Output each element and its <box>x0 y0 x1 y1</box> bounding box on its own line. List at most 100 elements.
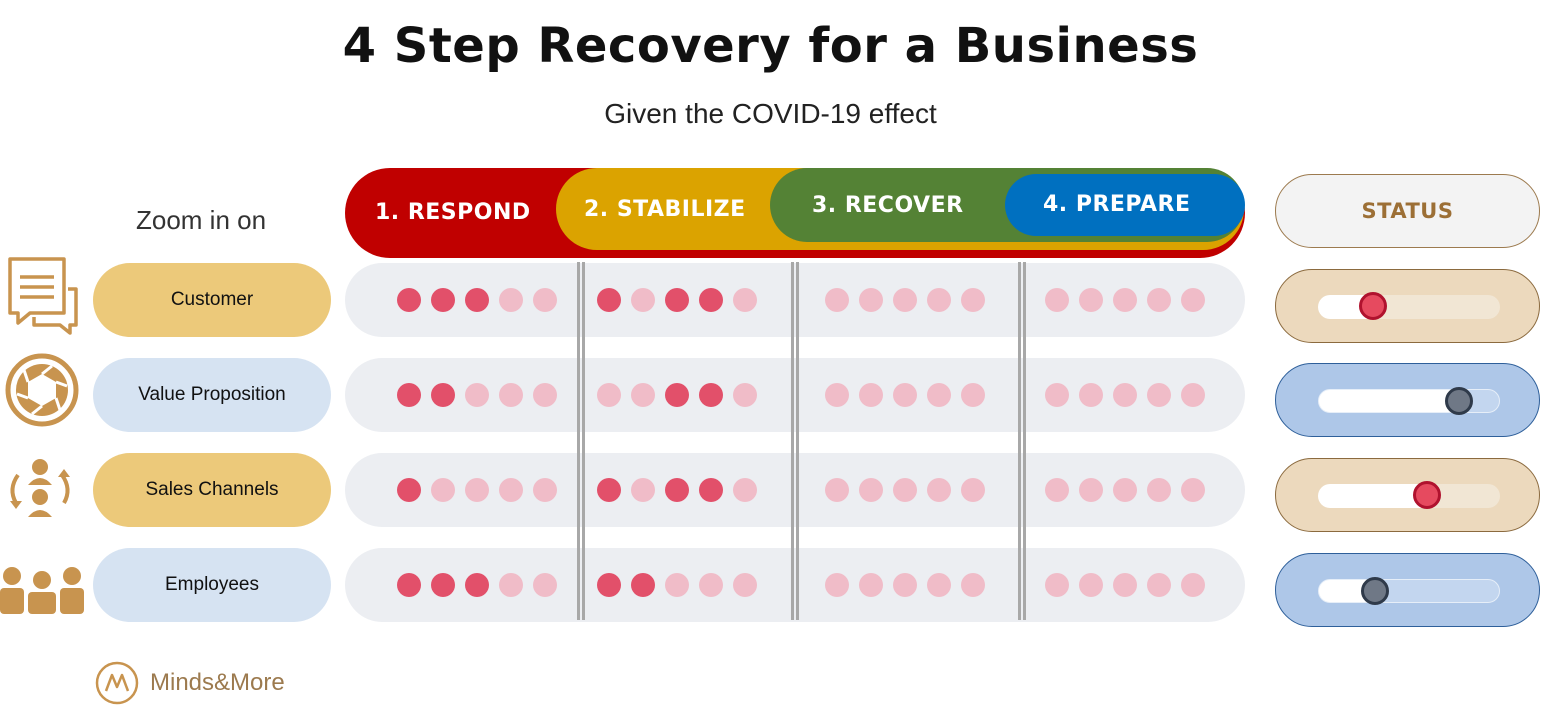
status-slider-sales-channels[interactable] <box>1275 458 1540 532</box>
slider-knob[interactable] <box>1445 387 1474 415</box>
dot-inactive <box>1147 288 1171 312</box>
phase-divider <box>791 262 799 620</box>
dot-track-customer <box>345 263 1245 337</box>
people-cycle-icon <box>10 459 70 517</box>
dot-inactive <box>465 478 489 502</box>
dot-inactive <box>859 383 883 407</box>
dot-group-prepare <box>1045 383 1205 407</box>
dot-inactive <box>825 288 849 312</box>
dot-inactive <box>1181 573 1205 597</box>
row-label-customer[interactable]: Customer <box>93 263 331 337</box>
dot-group-recover <box>825 383 985 407</box>
dot-group-respond <box>397 383 557 407</box>
dot-active <box>397 478 421 502</box>
dot-active <box>597 478 621 502</box>
dot-inactive <box>1079 288 1103 312</box>
dot-inactive <box>733 573 757 597</box>
page-subtitle: Given the COVID-19 effect <box>604 98 937 129</box>
dot-active <box>397 383 421 407</box>
team-icon <box>0 567 84 614</box>
dot-group-respond <box>397 288 557 312</box>
dot-inactive <box>927 288 951 312</box>
slider-knob[interactable] <box>1413 481 1442 509</box>
dot-inactive <box>961 383 985 407</box>
dot-active <box>465 573 489 597</box>
dot-inactive <box>499 383 523 407</box>
dot-active <box>665 288 689 312</box>
phase-stabilize-label: 2. STABILIZE <box>584 196 746 222</box>
dot-inactive <box>1181 478 1205 502</box>
row-label-value-proposition[interactable]: Value Proposition <box>93 358 331 432</box>
dot-inactive <box>893 478 917 502</box>
dot-active <box>699 288 723 312</box>
zoom-label: Zoom in on <box>136 205 267 235</box>
dot-active <box>431 288 455 312</box>
dot-inactive <box>1181 288 1205 312</box>
status-slider-value-proposition[interactable] <box>1275 363 1540 437</box>
dot-inactive <box>1147 383 1171 407</box>
status-slider-customer[interactable] <box>1275 269 1540 343</box>
dot-inactive <box>1045 478 1069 502</box>
dot-group-respond <box>397 478 557 502</box>
dot-group-stabilize <box>597 288 757 312</box>
dot-inactive <box>465 383 489 407</box>
phase-prepare-label: 4. PREPARE <box>1043 191 1191 217</box>
dot-inactive <box>859 573 883 597</box>
dot-inactive <box>733 383 757 407</box>
brand-name: Minds&More <box>150 669 285 696</box>
dot-inactive <box>533 383 557 407</box>
dot-inactive <box>631 288 655 312</box>
dot-track-sales-channels <box>345 453 1245 527</box>
row-label-employees[interactable]: Employees <box>93 548 331 622</box>
phase-divider <box>577 262 585 620</box>
dot-inactive <box>893 573 917 597</box>
dot-inactive <box>1045 383 1069 407</box>
dot-inactive <box>825 573 849 597</box>
dot-inactive <box>1113 383 1137 407</box>
dot-inactive <box>1079 383 1103 407</box>
dot-group-stabilize <box>597 478 757 502</box>
slider-track[interactable] <box>1318 577 1500 605</box>
dot-inactive <box>927 573 951 597</box>
dot-inactive <box>825 478 849 502</box>
dot-inactive <box>699 573 723 597</box>
dot-inactive <box>927 478 951 502</box>
aperture-icon <box>5 353 79 427</box>
dot-active <box>699 478 723 502</box>
status-slider-employees[interactable] <box>1275 553 1540 627</box>
dot-group-stabilize <box>597 573 757 597</box>
minds-more-logo-icon <box>95 661 139 705</box>
dot-active <box>431 383 455 407</box>
dot-group-prepare <box>1045 288 1205 312</box>
phase-prepare: 4. PREPARE <box>1005 174 1245 236</box>
page-title: 4 Step Recovery for a Business <box>342 18 1199 74</box>
slider-knob[interactable] <box>1358 292 1387 320</box>
dot-group-recover <box>825 288 985 312</box>
slider-knob[interactable] <box>1360 577 1389 605</box>
slider-track[interactable] <box>1318 481 1500 509</box>
dot-inactive <box>1113 288 1137 312</box>
dot-inactive <box>499 478 523 502</box>
row-label-sales-channels[interactable]: Sales Channels <box>93 453 331 527</box>
slider-track[interactable] <box>1318 387 1500 415</box>
dot-inactive <box>1045 573 1069 597</box>
dot-active <box>597 288 621 312</box>
brand: Minds&More <box>94 660 285 706</box>
dot-active <box>397 573 421 597</box>
dot-group-prepare <box>1045 478 1205 502</box>
dot-active <box>631 573 655 597</box>
dot-inactive <box>961 288 985 312</box>
dot-group-prepare <box>1045 573 1205 597</box>
dot-inactive <box>893 383 917 407</box>
dot-inactive <box>961 478 985 502</box>
dot-inactive <box>1113 478 1137 502</box>
dot-inactive <box>733 288 757 312</box>
dot-inactive <box>533 573 557 597</box>
dot-inactive <box>1045 288 1069 312</box>
phase-recover-label: 3. RECOVER <box>812 192 964 218</box>
dot-inactive <box>1079 478 1103 502</box>
dot-track-value-proposition <box>345 358 1245 432</box>
dot-inactive <box>893 288 917 312</box>
dot-inactive <box>597 383 621 407</box>
slider-track[interactable] <box>1318 292 1500 320</box>
